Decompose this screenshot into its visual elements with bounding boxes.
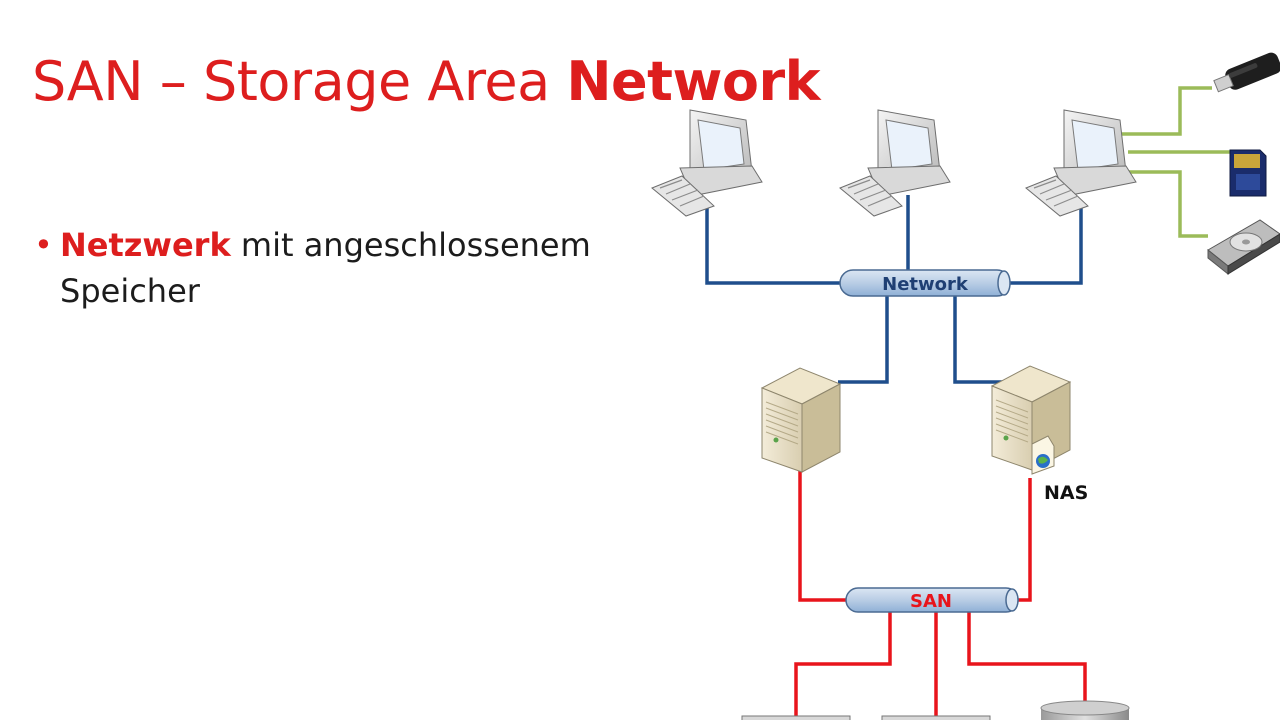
globe-icon <box>1031 435 1055 475</box>
slide-title: SAN – Storage Area Network <box>32 50 820 113</box>
nas-label: NAS <box>1044 482 1088 504</box>
computer-icon <box>651 109 763 217</box>
link-network-server <box>838 296 889 384</box>
title-bold: Network <box>566 50 820 113</box>
hard-drive-icon <box>1207 219 1280 276</box>
san-bus-label: SAN <box>910 591 952 612</box>
peripheral-links <box>1122 86 1230 238</box>
link-usb <box>1122 86 1212 136</box>
link-server-san <box>798 468 848 602</box>
computer-icon <box>1025 109 1137 217</box>
link-hdd <box>1122 170 1208 238</box>
san-bus: SAN <box>845 587 1019 613</box>
link-pc1-network <box>705 205 842 285</box>
usb-stick-icon <box>1213 52 1280 93</box>
disk-storage-icon <box>1040 700 1130 720</box>
storage-array-icon <box>741 715 851 720</box>
bullet-text-line1: mit angeschlossenem <box>230 226 591 264</box>
bullet-highlight: Netzwerk <box>60 226 231 264</box>
sd-card-icon <box>1229 149 1267 197</box>
link-nas-san <box>1016 478 1032 602</box>
title-plain: SAN – Storage Area <box>32 50 567 113</box>
nas-server-icon <box>990 365 1072 475</box>
san-links <box>794 468 1087 720</box>
bullet-item: •Netzwerk mit angeschlossenem Speicher <box>34 222 634 314</box>
storage-array-icon <box>881 715 991 720</box>
network-links <box>705 195 1083 384</box>
link-san-storage3 <box>967 612 1087 706</box>
computer-icon <box>839 109 951 217</box>
server-icon <box>760 367 842 473</box>
bullet-list: •Netzwerk mit angeschlossenem Speicher <box>34 222 634 314</box>
link-san-storage1 <box>794 612 892 720</box>
bullet-marker: • <box>34 226 53 264</box>
network-bus: Network <box>839 269 1011 297</box>
network-bus-label: Network <box>882 274 969 295</box>
link-pc3-network <box>1008 207 1083 285</box>
link-network-nas <box>953 296 1003 384</box>
bullet-text-line2: Speicher <box>60 272 200 310</box>
